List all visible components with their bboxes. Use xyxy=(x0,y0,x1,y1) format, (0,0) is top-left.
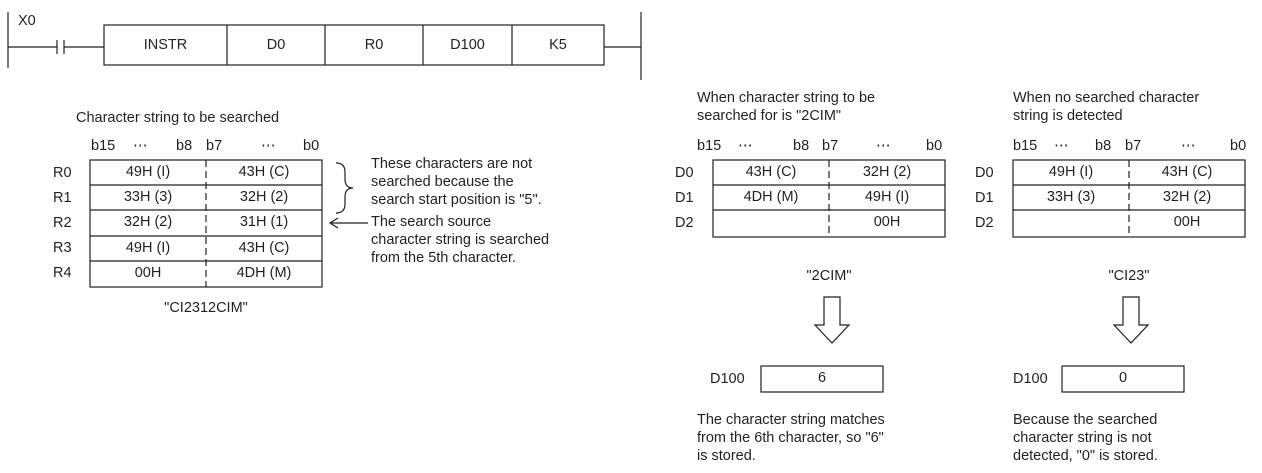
notfound-result-register: D100 xyxy=(1013,371,1048,387)
low-byte-cell: 32H (2) xyxy=(862,164,912,180)
high-byte-cell: 33H (3) xyxy=(1046,189,1096,205)
down-arrow-found xyxy=(813,296,851,344)
notfound-string: "CI23" xyxy=(1108,268,1150,284)
source-string: "CI2312CIM" xyxy=(164,300,248,316)
register-label: R3 xyxy=(53,240,72,256)
register-label: D2 xyxy=(675,215,694,231)
high-byte-cell: 32H (2) xyxy=(123,214,173,230)
curly-brace xyxy=(335,162,354,214)
high-byte-cell xyxy=(1013,211,1129,234)
low-byte-cell: 4DH (M) xyxy=(236,265,292,281)
notfound-result-value: 0 xyxy=(1118,370,1128,386)
low-byte-cell: 00H xyxy=(1173,214,1201,230)
low-byte-cell: 00H xyxy=(873,214,901,230)
found-string: "2CIM" xyxy=(806,268,852,284)
operand-s2: R0 xyxy=(364,37,384,53)
high-byte-cell: 33H (3) xyxy=(123,189,173,205)
high-byte-cell xyxy=(713,211,829,234)
down-arrow-notfound xyxy=(1112,296,1150,344)
low-byte-cell: 49H (I) xyxy=(864,189,910,205)
high-byte-cell: 49H (I) xyxy=(125,164,171,180)
low-byte-cell: 43H (C) xyxy=(238,164,290,180)
low-byte-cell: 32H (2) xyxy=(1162,189,1212,205)
low-byte-cell: 43H (C) xyxy=(238,240,290,256)
found-result-box xyxy=(760,365,884,393)
high-byte-cell: 43H (C) xyxy=(745,164,797,180)
source-caption: Character string to be searched xyxy=(76,110,280,126)
found-result-value: 6 xyxy=(817,370,827,386)
notfound-result-box xyxy=(1061,365,1185,393)
register-label: D0 xyxy=(975,165,994,181)
contact-label: X0 xyxy=(18,13,36,29)
register-label: R1 xyxy=(53,190,72,206)
register-label: R0 xyxy=(53,165,72,181)
operand-n: K5 xyxy=(549,37,567,53)
instruction-box xyxy=(103,24,605,66)
instruction-name: INSTR xyxy=(143,37,188,53)
register-label: D1 xyxy=(675,190,694,206)
high-byte-cell: 00H xyxy=(134,265,162,281)
low-byte-cell: 31H (1) xyxy=(239,214,289,230)
register-label: R4 xyxy=(53,265,72,281)
operand-s1: D0 xyxy=(266,37,286,53)
operand-d: D100 xyxy=(450,37,485,53)
low-byte-cell: 43H (C) xyxy=(1161,164,1213,180)
low-byte-cell: 32H (2) xyxy=(239,189,289,205)
found-result-register: D100 xyxy=(710,371,745,387)
high-byte-cell: 49H (I) xyxy=(1048,164,1094,180)
high-byte-cell: 4DH (M) xyxy=(743,189,799,205)
register-label: D1 xyxy=(975,190,994,206)
high-byte-cell: 49H (I) xyxy=(125,240,171,256)
register-label: R2 xyxy=(53,215,72,231)
register-label: D2 xyxy=(975,215,994,231)
register-label: D0 xyxy=(675,165,694,181)
